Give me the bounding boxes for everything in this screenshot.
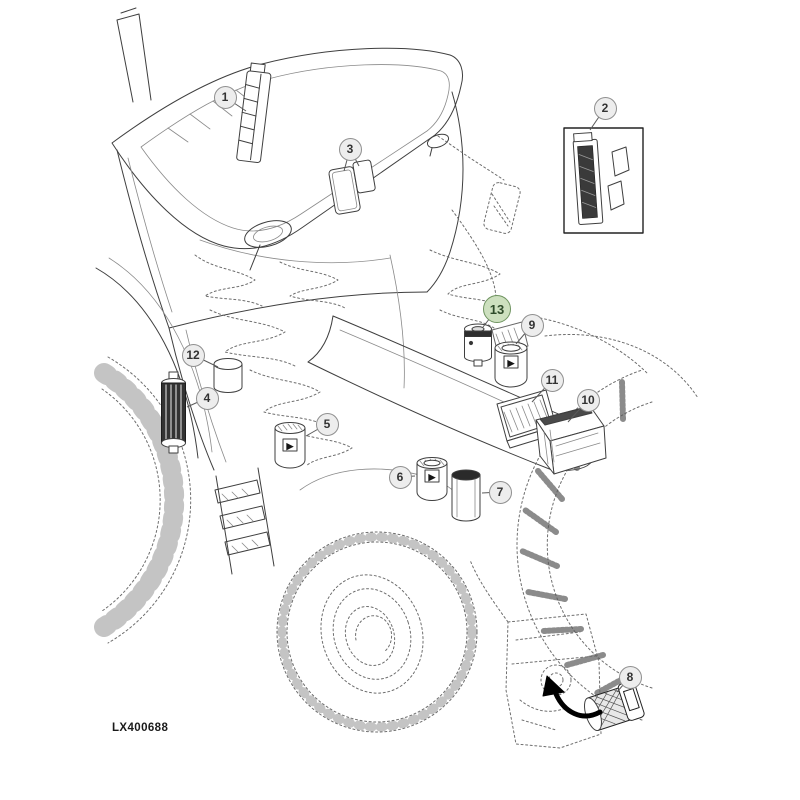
steering-wheel: [244, 220, 292, 248]
callout-2[interactable]: 2: [593, 96, 617, 120]
flow-symbol: ▶: [428, 472, 437, 482]
install-arrow: [553, 691, 603, 719]
part-breather-8: [542, 675, 645, 731]
image-code-label: LX400688: [112, 722, 169, 734]
callout-9[interactable]: 9: [520, 313, 544, 337]
part-filter-kit-box: [563, 127, 644, 234]
callout-6[interactable]: 6: [388, 465, 412, 489]
callout-7[interactable]: 7: [488, 480, 512, 504]
part-cab-air-filter: [236, 62, 272, 164]
callout-12[interactable]: 12: [181, 343, 205, 367]
callout-10[interactable]: 10: [576, 388, 600, 412]
part-canister-13: [464, 323, 492, 367]
callout-5[interactable]: 5: [315, 412, 339, 436]
callout-4[interactable]: 4: [195, 386, 219, 410]
part-cartridge-7: [451, 469, 481, 522]
callout-8[interactable]: 8: [618, 665, 642, 689]
rear-wheel-left: [94, 257, 213, 644]
callout-11[interactable]: 11: [540, 368, 564, 392]
cab-steps: [214, 467, 275, 575]
flow-symbol: ▶: [507, 358, 516, 368]
part-cylinder-12: [213, 358, 243, 393]
part-filter-6: ▶: [416, 457, 448, 501]
part-seal-pads: [328, 159, 376, 215]
part-filter-9: ▶: [494, 341, 528, 388]
exhaust-stack: [116, 7, 152, 103]
part-air-housing-10: [535, 405, 607, 475]
flow-symbol: ▶: [286, 441, 295, 451]
beacon: [426, 133, 450, 149]
part-oil-filter-4: [161, 371, 186, 454]
cab-body: [116, 91, 506, 471]
part-fuel-filter-5: ▶: [274, 422, 306, 469]
front-wheel: [276, 531, 478, 733]
callout-3[interactable]: 3: [338, 137, 362, 161]
callout-1[interactable]: 1: [213, 85, 237, 109]
callout-13[interactable]: 13: [483, 295, 511, 323]
